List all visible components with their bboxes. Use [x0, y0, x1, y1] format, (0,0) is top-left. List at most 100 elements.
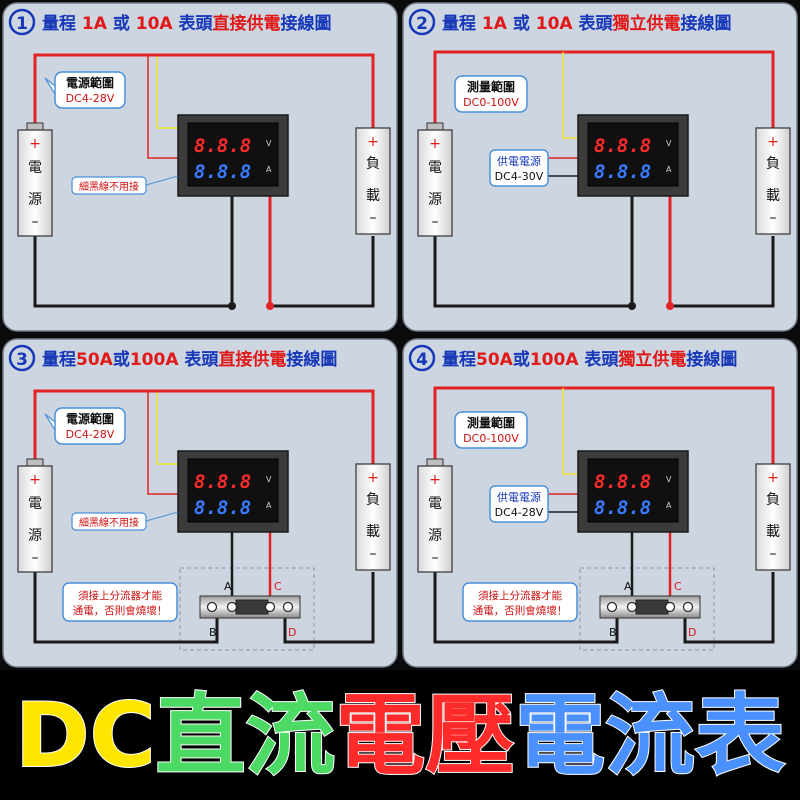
source-label-2: 源	[428, 528, 442, 544]
terminal-d-label: D	[288, 626, 296, 639]
bottom-banner: DC直流電壓電流表	[0, 670, 800, 800]
side-note-box	[71, 512, 147, 531]
load-label-1: 負	[766, 156, 780, 172]
title-segment-1: 1A	[482, 14, 508, 34]
junction-dot	[666, 302, 674, 310]
unit-v-label: V	[266, 139, 272, 148]
title-number-circle	[8, 8, 36, 36]
source-plus: +	[429, 136, 441, 152]
title-segment-0: 量程	[42, 349, 76, 370]
junction-dot	[628, 302, 636, 310]
current-readout: 8.8.8	[594, 497, 651, 519]
source-minus: –	[432, 550, 439, 566]
range-value: DC0-100V	[463, 432, 519, 445]
load-label-1: 負	[766, 492, 780, 508]
title-segment-1: 50A	[476, 350, 514, 370]
title-segment-0: 量程	[442, 13, 482, 34]
shunt-dashed-box	[579, 567, 715, 651]
unit-a-label: A	[666, 501, 672, 510]
main-red-wire	[433, 50, 775, 128]
range-value: DC4-28V	[66, 92, 115, 105]
shunt-screw	[626, 601, 638, 613]
range-label: 測量範圍	[467, 415, 515, 430]
source-minus: –	[432, 214, 439, 230]
shunt-screw	[282, 601, 294, 613]
load	[755, 463, 791, 571]
title-segment-2: 或	[107, 13, 136, 34]
title-segment-2: 或	[113, 349, 130, 370]
source-label-2: 源	[28, 528, 42, 544]
shunt-warning-line2: 通電，否則會燒壞！	[73, 604, 168, 617]
unit-a-label: A	[666, 165, 672, 174]
thin-red-wire	[147, 391, 178, 495]
load	[355, 127, 391, 235]
title-segment-6: 接線圖	[286, 349, 337, 370]
source-plus: +	[29, 472, 41, 488]
main-red-wire	[33, 53, 375, 128]
callout-pointer	[44, 413, 56, 433]
load-label-2: 載	[366, 188, 380, 204]
source-minus: –	[32, 550, 39, 566]
source-minus: –	[32, 214, 39, 230]
panel-title: 量程 1A 或 10A 表頭直接供電接線圖	[42, 13, 332, 34]
yellow-wire	[562, 52, 578, 139]
panel-title: 量程50A或100A 表頭獨立供電接線圖	[442, 349, 737, 370]
panel-title: 量程50A或100A 表頭直接供電接線圖	[42, 349, 337, 370]
range-label: 電源範圍	[66, 75, 114, 90]
current-readout: 8.8.8	[194, 161, 251, 183]
title-number: 3	[16, 350, 28, 370]
banner-segment-3: 電流表	[515, 684, 785, 787]
power-source	[417, 465, 453, 573]
shunt-dashed-box	[179, 567, 315, 651]
power-source	[17, 465, 53, 573]
source-negative-wire	[33, 236, 232, 308]
load-label-1: 負	[366, 156, 380, 172]
side-note-pointer	[145, 175, 179, 186]
range-callout	[454, 411, 528, 449]
load-plus: +	[767, 470, 779, 486]
title-segment-2: 或	[507, 13, 536, 34]
side-note-pointer	[145, 511, 179, 522]
source-label-1: 電	[428, 160, 442, 176]
shunt-screw	[682, 601, 694, 613]
load-label-2: 載	[766, 524, 780, 540]
title-segment-6: 接線圖	[686, 349, 737, 370]
load	[755, 127, 791, 235]
load-plus: +	[767, 134, 779, 150]
title-segment-2: 或	[513, 349, 530, 370]
title-number-circle	[408, 8, 436, 36]
unit-v-label: V	[666, 475, 672, 484]
banner-segment-0: DC	[15, 684, 156, 787]
panel-title: 量程 1A 或 10A 表頭獨立供電接線圖	[442, 13, 732, 34]
power-source	[417, 129, 453, 237]
title-number-circle	[8, 344, 36, 372]
title-number: 2	[416, 14, 428, 34]
title-segment-0: 量程	[442, 349, 476, 370]
source-negative-wire	[433, 572, 619, 644]
terminal-c-label: C	[274, 580, 282, 593]
load-plus: +	[367, 470, 379, 486]
voltage-readout: 8.8.8	[194, 471, 251, 493]
callout-pointer	[44, 77, 56, 97]
load-negative-wire	[670, 236, 775, 308]
range-label: 電源範圍	[66, 411, 114, 426]
shunt-warning-box	[462, 582, 578, 622]
meter-screen	[587, 458, 679, 523]
title-segment-5: 直接供電	[218, 349, 286, 370]
title-segment-3: 10A	[536, 14, 574, 34]
side-note-box	[71, 176, 147, 195]
supply-label: 供電電源	[497, 154, 541, 168]
load-negative-wire	[283, 572, 375, 644]
range-label: 測量範圍	[467, 79, 515, 94]
title-segment-5: 獨立供電	[617, 349, 686, 370]
title-segment-4: 表頭	[578, 349, 619, 370]
side-note: 細黑線不用接	[79, 516, 139, 529]
main-red-wire	[433, 386, 775, 464]
unit-a-label: A	[266, 165, 272, 174]
title-segment-4: 表頭	[573, 13, 614, 34]
source-label-1: 電	[428, 496, 442, 512]
supply-value: DC4-30V	[495, 170, 544, 183]
